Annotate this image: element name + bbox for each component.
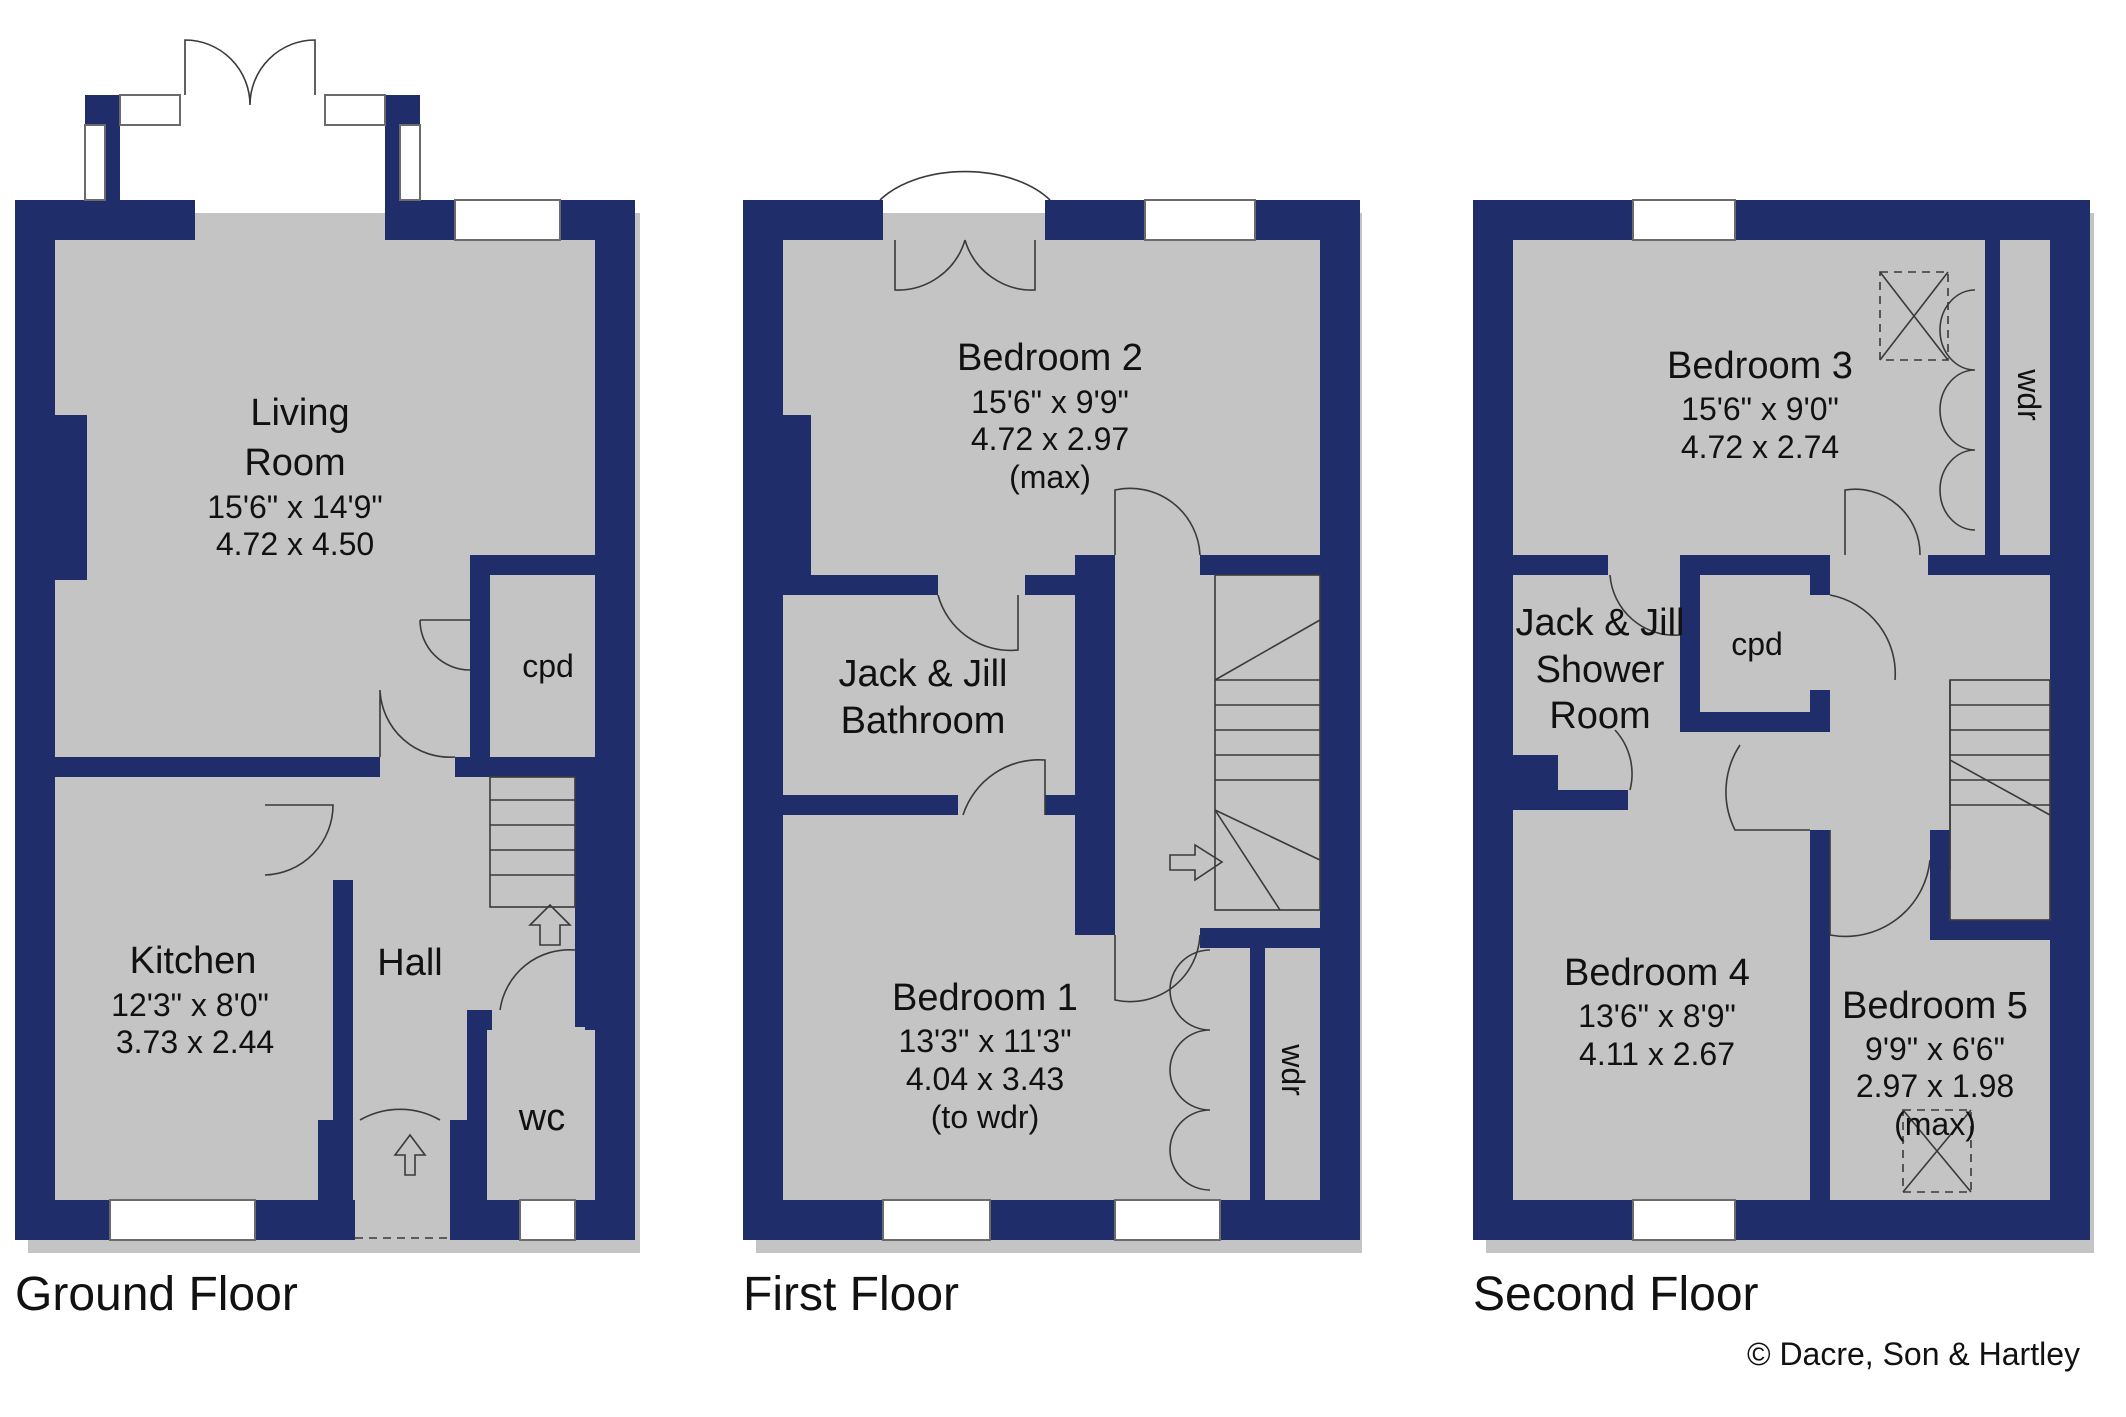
room-dim-imperial: 13'6" x 8'9" bbox=[1578, 998, 1736, 1034]
room-dim-note: (max) bbox=[1009, 459, 1091, 495]
floor-title-first: First Floor bbox=[743, 1268, 959, 1321]
room-label-cpd: cpd bbox=[522, 648, 574, 684]
room-label-bedroom-1: Bedroom 1 bbox=[892, 977, 1078, 1019]
room-label-wc: wc bbox=[518, 1097, 565, 1139]
room-dim-imperial: 13'3" x 11'3" bbox=[898, 1023, 1071, 1059]
room-label-kitchen: Kitchen bbox=[130, 940, 257, 982]
room-label-bathroom-1: Jack & Jill bbox=[839, 653, 1008, 695]
room-label-living-2: Room bbox=[244, 442, 345, 484]
room-label-bedroom-4: Bedroom 4 bbox=[1564, 952, 1750, 994]
room-dim-metric: 4.72 x 2.74 bbox=[1681, 429, 1839, 465]
ground-floor-plan bbox=[15, 39, 640, 1253]
room-dim-imperial: 15'6" x 9'9" bbox=[971, 384, 1129, 420]
room-dim-imperial: 9'9" x 6'6" bbox=[1865, 1031, 2005, 1067]
room-dim-imperial: 12'3" x 8'0" bbox=[111, 987, 269, 1023]
room-dim-metric: 4.72 x 2.97 bbox=[971, 421, 1129, 457]
room-dim-metric: 4.72 x 4.50 bbox=[216, 526, 374, 562]
room-dim-metric: 4.04 x 3.43 bbox=[906, 1061, 1064, 1097]
room-label-cpd: cpd bbox=[1731, 626, 1783, 662]
room-dim-note: (to wdr) bbox=[931, 1099, 1039, 1135]
copyright-notice: © Dacre, Son & Hartley bbox=[1747, 1336, 2080, 1372]
room-label-bedroom-3: Bedroom 3 bbox=[1667, 345, 1853, 387]
floor-title-second: Second Floor bbox=[1473, 1268, 1759, 1321]
room-label-shower-3: Room bbox=[1549, 695, 1650, 737]
room-label-living-1: Living bbox=[250, 392, 349, 434]
room-dim-metric: 2.97 x 1.98 bbox=[1856, 1068, 2014, 1104]
room-label-hall: Hall bbox=[377, 942, 442, 984]
room-label-wardrobe: wdr bbox=[1275, 1043, 1311, 1096]
room-label-shower-2: Shower bbox=[1536, 649, 1665, 691]
room-dim-metric: 3.73 x 2.44 bbox=[116, 1024, 274, 1060]
room-dim-metric: 4.11 x 2.67 bbox=[1579, 1036, 1735, 1072]
room-label-bathroom-2: Bathroom bbox=[841, 700, 1006, 742]
room-label-wardrobe: wdr bbox=[2011, 368, 2047, 421]
second-floor-plan bbox=[1473, 199, 2094, 1253]
room-label-bedroom-2: Bedroom 2 bbox=[957, 337, 1143, 379]
first-floor-plan bbox=[743, 170, 1362, 1253]
room-label-bedroom-5: Bedroom 5 bbox=[1842, 985, 2028, 1027]
floor-title-ground: Ground Floor bbox=[15, 1268, 298, 1321]
room-dim-note: (max) bbox=[1894, 1106, 1976, 1142]
room-dim-imperial: 15'6" x 14'9" bbox=[207, 489, 383, 525]
room-label-shower-1: Jack & Jill bbox=[1516, 602, 1685, 644]
room-dim-imperial: 15'6" x 9'0" bbox=[1681, 391, 1839, 427]
